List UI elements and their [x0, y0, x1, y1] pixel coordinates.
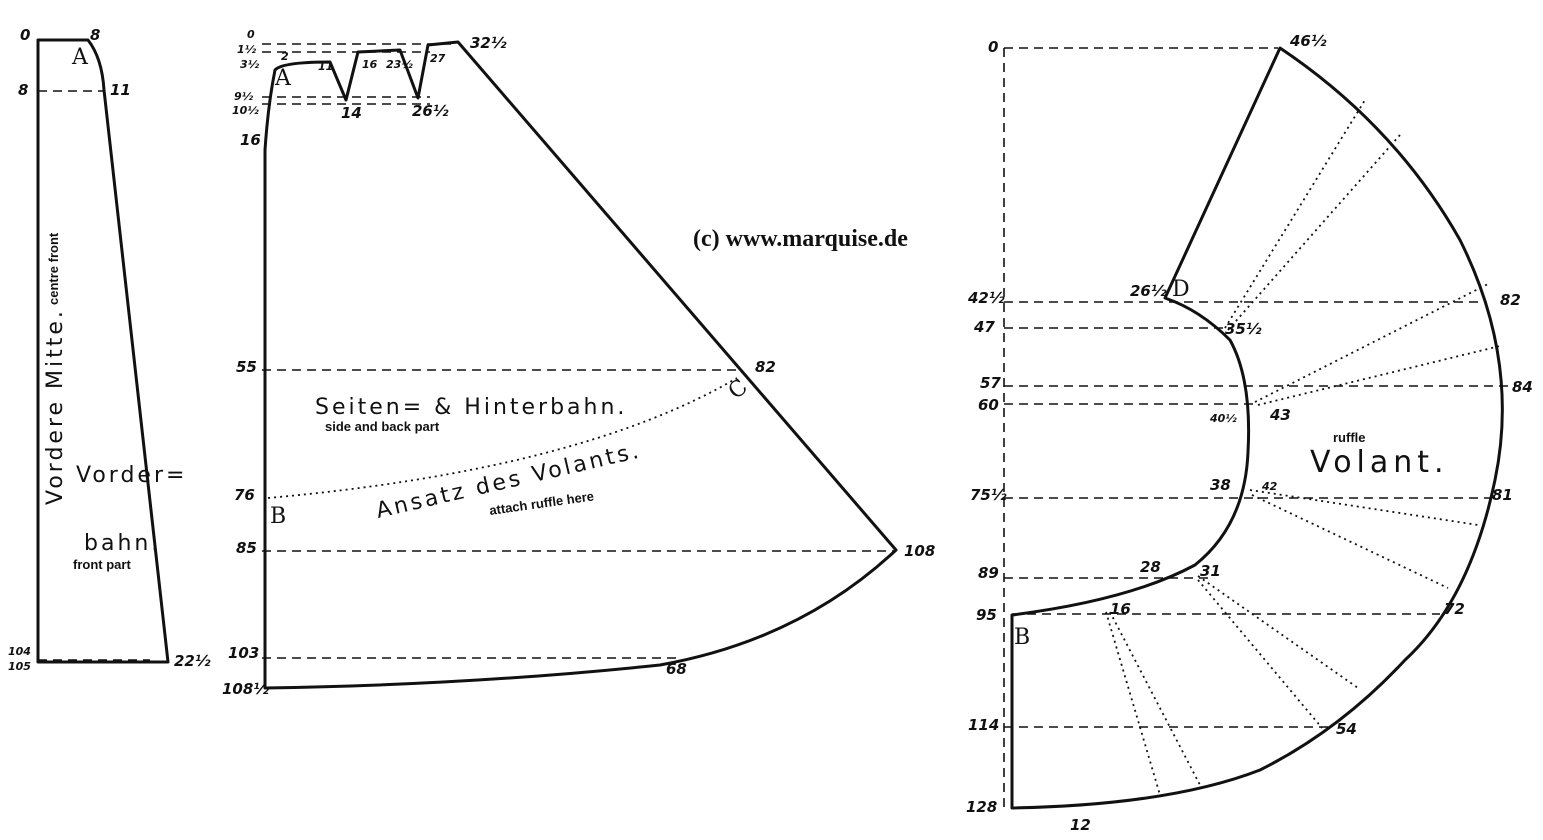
- front-name-line2: bahn.: [84, 531, 161, 556]
- side-mark-103: 103: [228, 644, 259, 662]
- ruffle-mark-89: 89: [978, 564, 999, 582]
- side-panel-outline: [263, 40, 898, 690]
- side-mark-76: 76: [234, 486, 255, 504]
- ruffle-mark-28: 28: [1140, 558, 1161, 576]
- side-mark-108h: 108½: [222, 680, 269, 698]
- side-edge-82: 82: [755, 358, 776, 376]
- ruffle-ray-2: [1227, 134, 1401, 331]
- front-mark-104: 104: [8, 645, 31, 658]
- ruffle-mark-47: 47: [973, 318, 995, 336]
- front-name-line1: Vorder=: [76, 463, 187, 488]
- ruffle-ray-1: [1224, 99, 1366, 329]
- side-top-27: 27: [430, 52, 446, 65]
- side-panel-name: Seiten= & Hinterbahn.: [315, 395, 627, 420]
- side-mark-16: 16: [240, 131, 261, 149]
- ruffle-mark-31: 31: [1200, 562, 1221, 580]
- side-top-14: 14: [341, 104, 362, 122]
- ruffle-mark-42: 42: [1261, 480, 1278, 493]
- ruffle-point-d: D: [1172, 277, 1190, 302]
- side-top-32h: 32½: [470, 34, 507, 52]
- ruffle-english-name: ruffle: [1333, 430, 1366, 445]
- copyright-watermark: (c) www.marquise.de: [693, 226, 908, 252]
- side-edge-68: 68: [666, 660, 687, 678]
- ruffle-ray-8: [1197, 579, 1323, 729]
- ruffle-mark-72: 72: [1444, 600, 1465, 618]
- ruffle-mark-42h: 42½: [967, 289, 1005, 307]
- ruffle-panel: 0 42½ 47 57 60 75½ 89 95 114 128 46½ 26½…: [966, 32, 1533, 834]
- side-mark-10h: 10½: [232, 104, 259, 117]
- front-mark-11: 11: [110, 81, 131, 99]
- side-top-2: 2: [281, 50, 289, 63]
- ruffle-mark-12: 12: [1070, 816, 1091, 834]
- side-mark-3h: 3½: [240, 58, 260, 71]
- ruffle-ray-6: [1251, 494, 1449, 589]
- ruffle-mark-57: 57: [980, 374, 1001, 392]
- ruffle-mark-128: 128: [966, 798, 997, 816]
- ruffle-ray-9: [1105, 611, 1161, 796]
- ruffle-mark-38: 38: [1210, 476, 1231, 494]
- ruffle-mark-75h: 75½: [970, 486, 1007, 504]
- front-panel-outline: [36, 38, 170, 664]
- front-mark-0: 0: [20, 26, 30, 44]
- ruffle-ray-10: [1109, 611, 1201, 786]
- side-top-11: 11: [318, 60, 333, 73]
- ruffle-mark-26h: 26½: [1130, 282, 1167, 300]
- side-top-16: 16: [362, 58, 378, 71]
- side-mark-1h: 1½: [237, 43, 257, 56]
- ruffle-mark-40h: 40½: [1209, 412, 1237, 425]
- front-mark-22h: 22½: [174, 652, 211, 670]
- side-mark-55: 55: [236, 358, 257, 376]
- side-edge-108: 108: [904, 542, 935, 560]
- ruffle-mark-60: 60: [978, 396, 999, 414]
- ruffle-ray-3: [1254, 282, 1491, 403]
- ruffle-mark-43: 43: [1269, 406, 1291, 424]
- front-english-vertical: centre front: [46, 232, 61, 305]
- ruffle-mark-54: 54: [1336, 720, 1357, 738]
- side-top-26h: 26½: [412, 102, 449, 120]
- ruffle-outline: [1010, 46, 1504, 810]
- side-top-23h: 23½: [386, 58, 413, 71]
- ruffle-point-b: B: [1014, 625, 1030, 650]
- side-ruffle-attach-line: [267, 377, 738, 499]
- ruffle-mark-16: 16: [1110, 600, 1131, 618]
- front-point-a: A: [71, 45, 89, 70]
- front-mark-8-top: 8: [90, 26, 100, 44]
- side-english-name: side and back part: [325, 419, 440, 434]
- ruffle-mark-95: 95: [976, 606, 997, 624]
- ruffle-mark-82: 82: [1500, 291, 1521, 309]
- front-mark-105: 105: [8, 660, 31, 673]
- side-mark-85: 85: [236, 539, 257, 557]
- ruffle-mark-46h: 46½: [1289, 32, 1327, 50]
- ruffle-ray-5: [1249, 489, 1479, 526]
- ruffle-name: Volant.: [1310, 445, 1449, 480]
- ruffle-mark-35h: 35½: [1225, 320, 1262, 338]
- side-point-b: B: [270, 504, 286, 529]
- side-mark-9h: 9½: [234, 90, 254, 103]
- front-english-name: front part: [73, 557, 131, 572]
- ruffle-mark-0: 0: [988, 38, 998, 56]
- ruffle-mark-84: 84: [1512, 378, 1533, 396]
- ruffle-mark-114: 114: [968, 716, 999, 734]
- side-panel: 0 1½ 3½ 9½ 10½ 16 55 76 85 103 108½ 2 11…: [222, 28, 935, 698]
- front-mark-8-left: 8: [18, 81, 28, 99]
- front-vertical-label: Vordere Mitte.: [43, 308, 68, 505]
- ruffle-ray-7: [1197, 575, 1359, 689]
- side-point-a: A: [274, 66, 292, 91]
- ruffle-mark-81: 81: [1492, 486, 1513, 504]
- ruffle-ray-4: [1257, 345, 1501, 406]
- front-panel: 0 8 8 11 104 105 22½ A Vordere Mitte. ce…: [8, 26, 211, 673]
- side-mark-0: 0: [247, 28, 255, 41]
